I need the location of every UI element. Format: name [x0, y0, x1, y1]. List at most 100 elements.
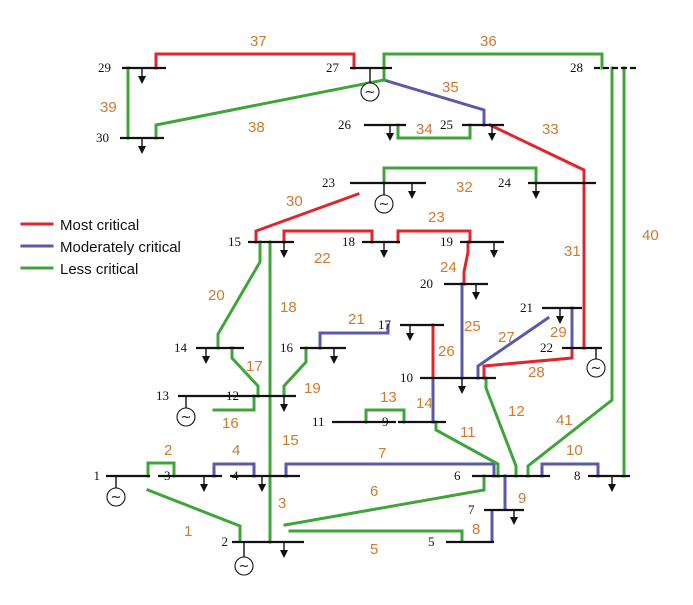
generator-icon — [374, 194, 394, 214]
line-label-32: 32 — [456, 179, 473, 196]
line-label-25: 25 — [464, 318, 481, 335]
line-label-5: 5 — [370, 541, 378, 558]
line-label-6: 6 — [370, 483, 378, 500]
line-38 — [154, 66, 386, 140]
load-arrow-icon — [532, 191, 540, 199]
load-arrow-icon — [280, 250, 288, 258]
bus-label: 9 — [382, 414, 389, 429]
line-17 — [230, 346, 260, 398]
load-arrow-icon — [258, 484, 266, 492]
legend-label-most: Most critical — [60, 217, 139, 234]
bus-label: 1 — [94, 468, 101, 483]
bus-label: 4 — [232, 468, 239, 483]
line-label-4: 4 — [232, 442, 240, 459]
line-28 — [482, 346, 574, 380]
load-arrow-icon — [408, 191, 416, 199]
bus-label: 14 — [174, 340, 188, 355]
line-12 — [484, 376, 518, 478]
line-label-11: 11 — [460, 424, 476, 441]
generator-icon — [234, 556, 254, 576]
load-arrow-icon — [200, 484, 208, 492]
line-30 — [254, 192, 360, 244]
bus-label: 18 — [342, 234, 355, 249]
line-label-22: 22 — [314, 250, 331, 267]
load-arrow-icon — [488, 133, 496, 141]
generator-symbol: ~ — [365, 85, 376, 100]
line-label-21: 21 — [348, 311, 365, 328]
line-label-14: 14 — [416, 395, 433, 412]
line-27 — [476, 315, 551, 380]
line-22 — [282, 229, 374, 244]
generator-symbol: ~ — [111, 490, 122, 505]
generator-icon — [360, 82, 380, 102]
transmission-lines — [126, 52, 626, 544]
bus-label: 6 — [454, 468, 461, 483]
line-label-36: 36 — [480, 33, 497, 50]
line-34 — [396, 123, 472, 140]
bus-label: 10 — [400, 370, 413, 385]
line-11 — [434, 420, 500, 478]
legend: Most critical Moderately critical Less c… — [20, 217, 181, 278]
generator-icon — [176, 407, 196, 427]
line-37 — [154, 52, 356, 70]
buses: ~ ~ — [106, 66, 636, 576]
line-label-30: 30 — [286, 193, 303, 210]
bus-label: 21 — [520, 300, 533, 315]
line-16 — [212, 394, 256, 412]
bus-label: 27 — [326, 60, 340, 75]
bus-label: 5 — [428, 534, 435, 549]
line-label-34: 34 — [416, 121, 433, 138]
bus-label: 16 — [280, 340, 294, 355]
line-35 — [382, 66, 486, 127]
line-1 — [146, 488, 242, 542]
line-label-31: 31 — [564, 243, 581, 260]
line-13 — [364, 408, 406, 424]
line-label-8: 8 — [472, 521, 480, 538]
generator-icon — [106, 487, 126, 507]
bus-labels: 1 2 3 4 5 6 7 8 9 10 11 12 13 14 15 16 1… — [94, 60, 584, 549]
load-arrow-icon — [380, 250, 388, 258]
line-label-35: 35 — [442, 79, 459, 96]
generator-symbol: ~ — [239, 559, 250, 574]
line-24 — [462, 240, 470, 286]
line-33 — [487, 122, 586, 185]
bus-label: 17 — [378, 317, 392, 332]
load-arrow-icon — [280, 550, 288, 558]
line-41 — [526, 66, 614, 478]
bus-label: 2 — [222, 534, 229, 549]
load-arrow-icon — [608, 484, 616, 492]
line-label-39: 39 — [100, 99, 117, 116]
legend-label-moderate: Moderately critical — [60, 239, 181, 256]
line-5 — [288, 529, 464, 543]
load-arrow-icon — [280, 404, 288, 412]
line-label-26: 26 — [438, 343, 455, 360]
load-arrow-icon — [138, 76, 146, 84]
bus-label: 22 — [540, 340, 553, 355]
bus-label: 13 — [156, 388, 169, 403]
line-label-10: 10 — [566, 442, 583, 459]
legend-label-less: Less critical — [60, 261, 138, 278]
line-label-23: 23 — [428, 209, 445, 226]
line-label-16: 16 — [222, 415, 239, 432]
line-10 — [540, 462, 600, 478]
bus-label: 15 — [228, 234, 241, 249]
line-label-15: 15 — [282, 432, 299, 449]
bus-label: 11 — [312, 414, 325, 429]
bus-label: 7 — [468, 502, 475, 517]
line-label-3: 3 — [278, 495, 286, 512]
line-label-24: 24 — [440, 259, 457, 276]
line-label-38: 38 — [248, 119, 265, 136]
bus-label: 3 — [164, 468, 171, 483]
line-label-29: 29 — [550, 324, 567, 341]
generator-icon — [586, 358, 606, 378]
bus-label: 30 — [96, 130, 109, 145]
line-label-9: 9 — [518, 490, 526, 507]
line-label-13: 13 — [380, 389, 397, 406]
line-19 — [282, 346, 308, 398]
line-23 — [396, 229, 472, 244]
bus-label: 24 — [498, 175, 512, 190]
generator-symbol: ~ — [591, 361, 602, 376]
line-label-17: 17 — [246, 358, 263, 375]
